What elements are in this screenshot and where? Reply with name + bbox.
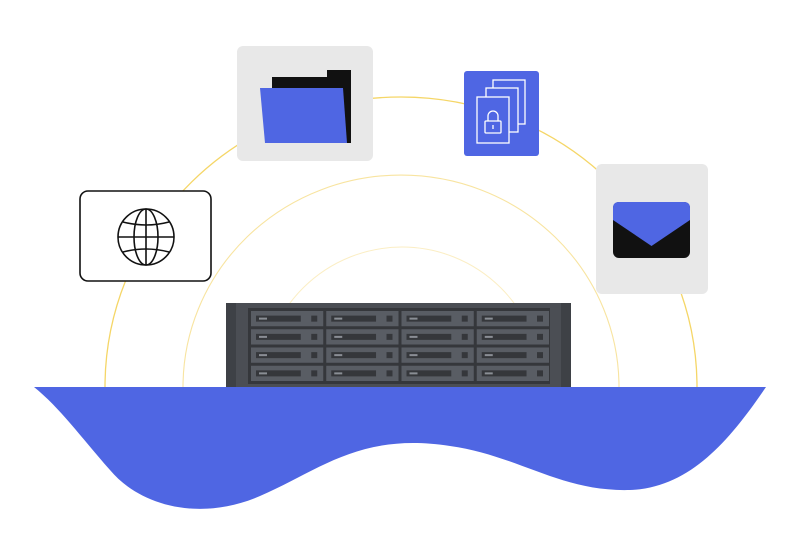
- drive-bay: [401, 329, 474, 345]
- drive-notch: [409, 335, 418, 338]
- drive-led: [386, 370, 393, 377]
- drive-led: [461, 315, 468, 322]
- mail-tile: [596, 164, 708, 294]
- drive-bay: [476, 347, 549, 363]
- drive-bay: [326, 347, 399, 363]
- drive-handle: [406, 352, 452, 359]
- drive-handle: [406, 315, 452, 322]
- drive-bay: [326, 311, 399, 327]
- drive-handle: [406, 333, 452, 340]
- secure-documents-tile: [464, 71, 539, 156]
- drive-notch: [334, 335, 343, 338]
- drive-handle: [256, 370, 301, 377]
- drive-bays: [251, 311, 549, 381]
- drive-bay: [401, 347, 474, 363]
- globe-tile: [79, 190, 212, 282]
- drive-handle: [481, 315, 527, 322]
- drive-bay: [476, 365, 549, 381]
- nas-rack-server: [226, 303, 571, 387]
- drive-bay: [401, 365, 474, 381]
- drive-led: [311, 370, 318, 377]
- drive-notch: [409, 354, 418, 357]
- drive-led: [311, 315, 318, 322]
- drive-led: [537, 370, 543, 377]
- drive-handle: [481, 352, 527, 359]
- drive-led: [461, 333, 468, 340]
- drive-handle: [406, 370, 452, 377]
- drive-bay: [251, 365, 324, 381]
- drive-led: [311, 352, 318, 359]
- secure-documents-icon: [476, 79, 526, 144]
- folder-tile: [237, 46, 373, 161]
- drive-led: [537, 333, 543, 340]
- globe-icon: [117, 208, 175, 266]
- drive-notch: [409, 372, 418, 375]
- folder-icon: [260, 70, 351, 143]
- drive-handle: [331, 370, 377, 377]
- lock-icon: [484, 110, 502, 134]
- drive-handle: [331, 352, 377, 359]
- drive-led: [537, 315, 543, 322]
- drive-handle: [256, 315, 301, 322]
- drive-notch: [484, 317, 493, 320]
- drive-led: [386, 315, 393, 322]
- middle-arc: [182, 174, 620, 388]
- drive-notch: [484, 354, 493, 357]
- drive-bay: [326, 365, 399, 381]
- drive-notch: [484, 335, 493, 338]
- drive-handle: [256, 333, 301, 340]
- drive-led: [461, 370, 468, 377]
- drive-bay: [326, 329, 399, 345]
- drive-bay: [476, 311, 549, 327]
- drive-notch: [484, 372, 493, 375]
- drive-bay: [251, 311, 324, 327]
- drive-handle: [331, 315, 377, 322]
- drive-led: [311, 333, 318, 340]
- drive-notch: [259, 335, 267, 338]
- drive-led: [386, 333, 393, 340]
- mail-icon: [613, 202, 690, 258]
- drive-bay: [401, 311, 474, 327]
- drive-handle: [481, 333, 527, 340]
- drive-notch: [259, 372, 267, 375]
- drive-handle: [331, 333, 377, 340]
- drive-led: [461, 352, 468, 359]
- drive-notch: [259, 354, 267, 357]
- drive-bay: [476, 329, 549, 345]
- drive-bay: [251, 347, 324, 363]
- drive-notch: [334, 372, 343, 375]
- drive-notch: [334, 354, 343, 357]
- drive-led: [386, 352, 393, 359]
- drive-notch: [409, 317, 418, 320]
- drive-bay: [251, 329, 324, 345]
- drive-notch: [334, 317, 343, 320]
- drive-handle: [256, 352, 301, 359]
- drive-led: [537, 352, 543, 359]
- drive-notch: [259, 317, 267, 320]
- drive-handle: [481, 370, 527, 377]
- wave-base: [34, 387, 766, 509]
